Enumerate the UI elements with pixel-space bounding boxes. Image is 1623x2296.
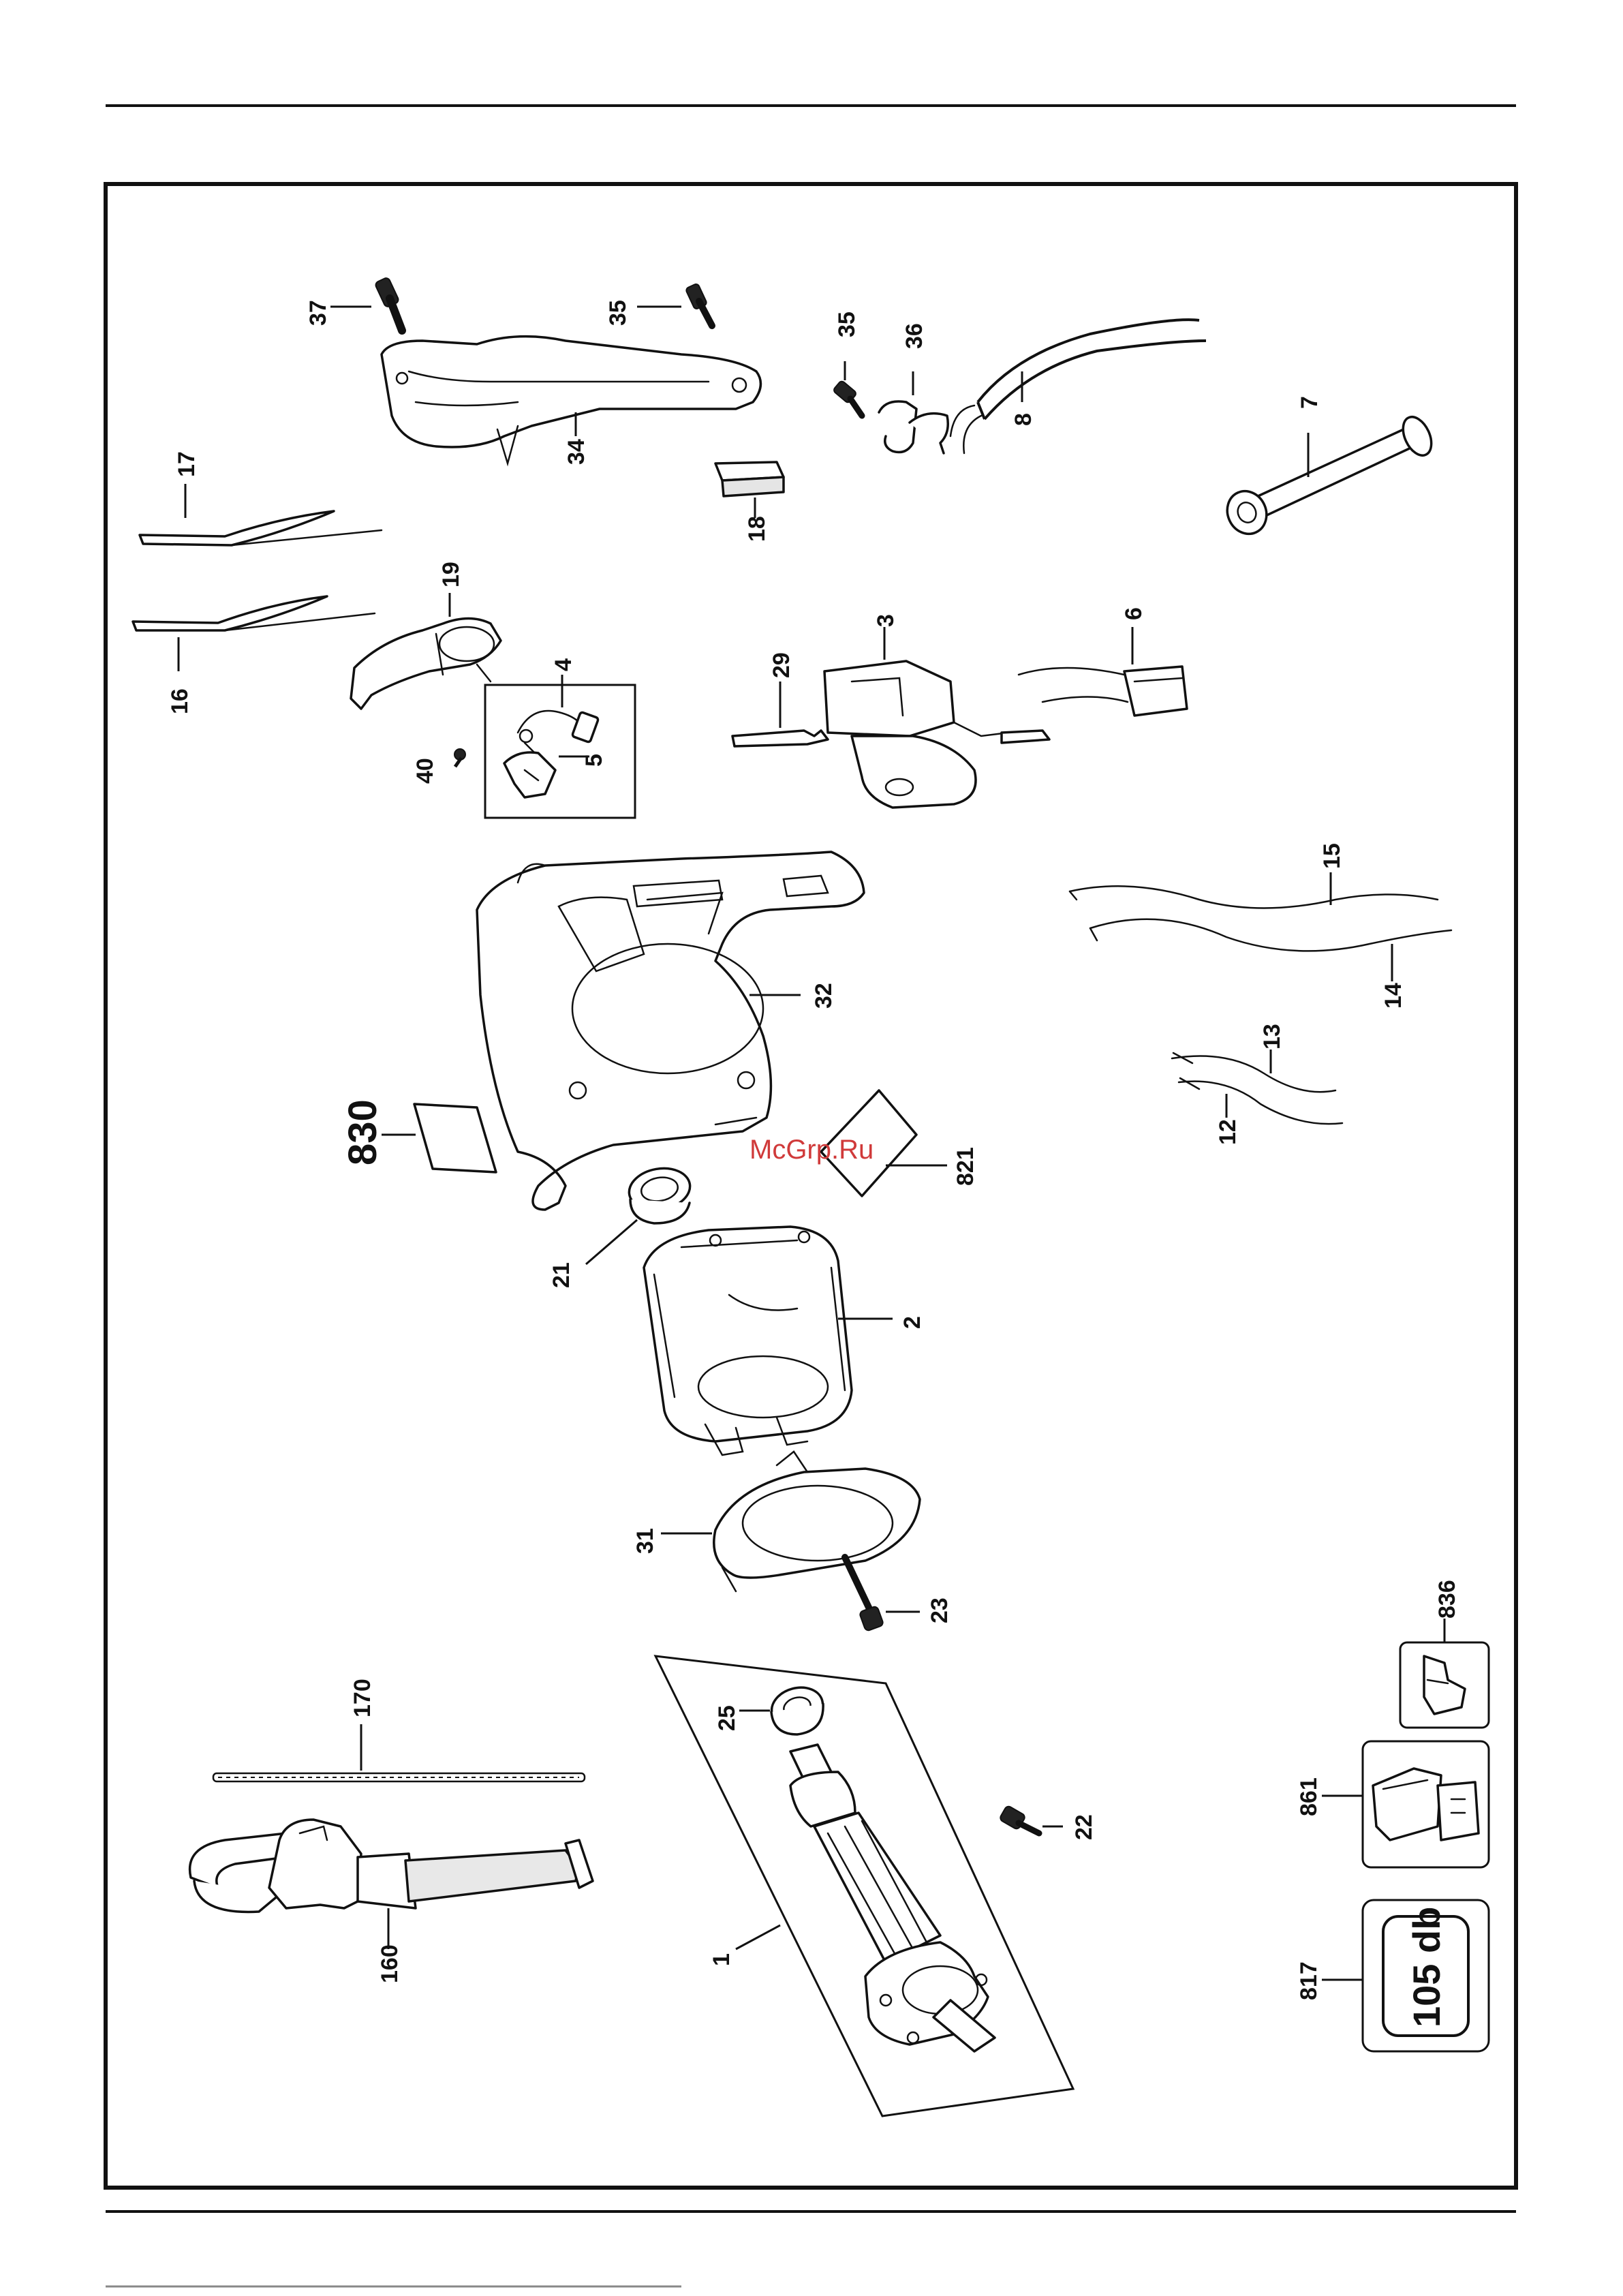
label-18: 18 xyxy=(744,516,770,542)
part-3-switch xyxy=(824,627,1049,808)
label-32: 32 xyxy=(811,983,837,1009)
part-18-carbon-brush xyxy=(715,462,784,518)
label-35-top: 35 xyxy=(605,300,631,326)
part-25-bearing xyxy=(739,1682,827,1734)
part-23-screw xyxy=(845,1557,920,1632)
label-17: 17 xyxy=(174,451,200,477)
part-830-label xyxy=(382,1104,496,1172)
label-6: 6 xyxy=(1121,607,1147,620)
part-22-screw xyxy=(999,1805,1063,1833)
label-821: 821 xyxy=(953,1147,978,1186)
label-19: 19 xyxy=(438,562,464,587)
label-34: 34 xyxy=(563,439,589,465)
part-2-stator xyxy=(644,1227,893,1455)
label-21: 21 xyxy=(548,1262,574,1288)
part-836-clip xyxy=(1400,1619,1489,1728)
label-5: 5 xyxy=(581,754,607,767)
label-8: 8 xyxy=(1010,413,1036,426)
part-16-spring-tool xyxy=(133,596,375,671)
part-4-wire-brush xyxy=(518,675,599,756)
label-836: 836 xyxy=(1434,1580,1460,1619)
part-13-wire xyxy=(1172,1050,1335,1092)
label-31: 31 xyxy=(632,1528,658,1554)
part-5-brush-clip xyxy=(504,752,589,797)
label-25: 25 xyxy=(714,1705,740,1731)
part-35-screw-clamp xyxy=(833,361,862,416)
label-40: 40 xyxy=(412,758,438,784)
label-3: 3 xyxy=(873,614,899,627)
label-1: 1 xyxy=(709,1953,735,1966)
part-36-cable-clamp xyxy=(879,371,948,453)
label-170: 170 xyxy=(350,1679,375,1717)
part-12-wire xyxy=(1179,1078,1342,1124)
part-35-screw-top xyxy=(637,283,712,326)
label-2: 2 xyxy=(899,1316,925,1329)
label-861: 861 xyxy=(1296,1777,1322,1816)
part-15-wire xyxy=(1070,872,1438,908)
part-7-cable-sleeve xyxy=(1220,412,1437,540)
part-8-power-cable xyxy=(950,320,1206,453)
part-19-brush-holder xyxy=(351,593,501,709)
label-16: 16 xyxy=(167,688,193,714)
noise-label-text: 105 db xyxy=(1405,1907,1448,2027)
label-35-right: 35 xyxy=(834,311,860,337)
label-817: 817 xyxy=(1296,1961,1322,2000)
label-7: 7 xyxy=(1297,396,1323,409)
label-29: 29 xyxy=(769,652,794,678)
part-40-screw xyxy=(454,749,465,767)
label-15: 15 xyxy=(1319,843,1345,869)
part-29-switch-rod xyxy=(732,682,828,746)
label-22: 22 xyxy=(1071,1814,1097,1840)
label-160: 160 xyxy=(377,1944,403,1983)
label-4: 4 xyxy=(551,658,576,671)
part-4-5-group-box xyxy=(485,685,635,818)
part-17-spring-tool xyxy=(140,484,382,545)
label-23: 23 xyxy=(927,1597,953,1623)
part-31-fan-baffle xyxy=(661,1452,920,1591)
part-14-wire xyxy=(1090,919,1451,981)
part-160-side-handle xyxy=(190,1820,593,1949)
label-36: 36 xyxy=(901,323,927,349)
watermark: McGrp.Ru xyxy=(749,1135,874,1165)
label-13: 13 xyxy=(1259,1024,1285,1050)
part-37-screw xyxy=(330,277,402,331)
part-170-depth-rod xyxy=(213,1724,585,1781)
label-12: 12 xyxy=(1215,1119,1241,1145)
label-14: 14 xyxy=(1380,983,1406,1009)
part-861-carry-case xyxy=(1322,1741,1489,1867)
part-6-suppressor xyxy=(1019,627,1187,716)
label-830: 830 xyxy=(341,1099,385,1165)
label-37: 37 xyxy=(305,300,331,326)
